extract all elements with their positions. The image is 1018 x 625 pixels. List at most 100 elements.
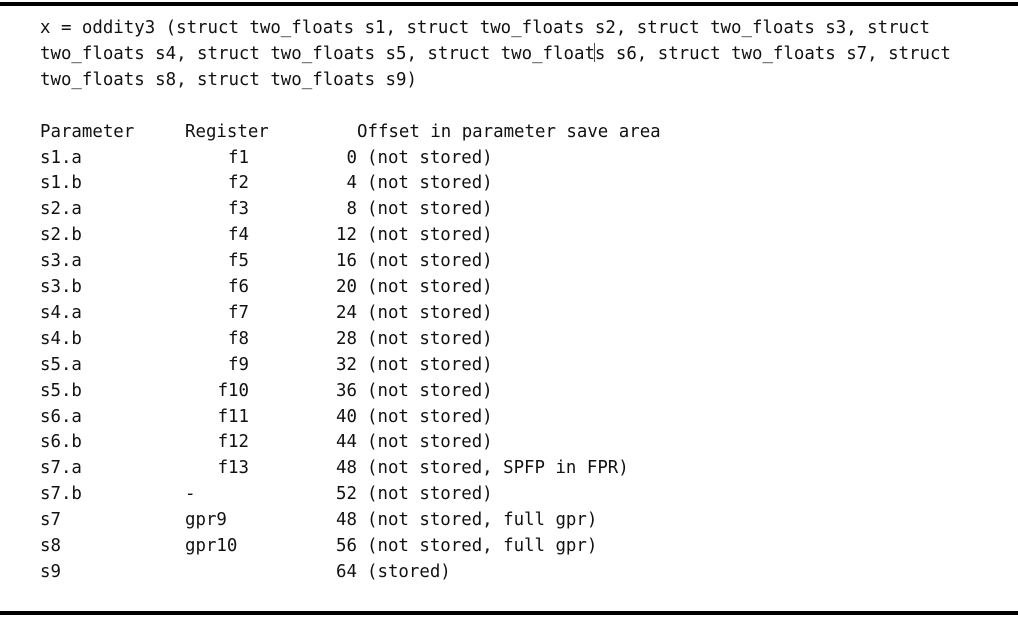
signature-line-2-before-caret: two_floats s4, struct two_floats s5, str… [40,43,595,64]
table-row: s9 64 (stored) [40,560,980,586]
cell-parameter: s4.b [40,328,82,349]
cell-offset: 32 [336,354,357,375]
signature-line-2: two_floats s4, struct two_floats s5, str… [40,42,980,68]
cell-storage-note: (not stored) [367,277,493,298]
cell-storage-note: (not stored, full gpr) [367,536,598,557]
cell-parameter: s7 [40,510,61,531]
cell-parameter: s4.a [40,302,82,323]
cell-storage-note: (not stored) [367,406,493,427]
cell-storage-note: (not stored) [367,302,493,323]
bottom-rule-divider [0,611,1018,615]
cell-register: f8 [228,328,249,349]
cell-parameter: s6.b [40,432,82,453]
cell-register: gpr10 [185,536,238,557]
cell-parameter: s1.b [40,173,82,194]
table-header-row: Parameter Register Offset in parameter s… [40,120,980,146]
cell-storage-note: (not stored) [367,380,493,401]
cell-storage-note: (not stored) [367,354,493,375]
table-row: s6.a f11 40 (not stored) [40,405,980,431]
cell-offset: 64 [336,562,357,583]
cell-offset: 4 [346,173,357,194]
table-row: s7 gpr9 48 (not stored, full gpr) [40,508,980,534]
cell-register: f13 [217,458,249,479]
cell-parameter: s1.a [40,147,82,168]
table-row: s8 gpr10 56 (not stored, full gpr) [40,534,980,560]
table-row: s7.a f13 48 (not stored, SPFP in FPR) [40,456,980,482]
cell-offset: 48 [336,458,357,479]
table-row: s1.a f1 0 (not stored) [40,146,980,172]
cell-storage-note: (not stored) [367,484,493,505]
table-row: s1.b f2 4 (not stored) [40,171,980,197]
cell-parameter: s3.b [40,277,82,298]
cell-offset: 16 [336,251,357,272]
cell-offset: 36 [336,380,357,401]
cell-storage-note: (not stored) [367,328,493,349]
cell-parameter: s5.b [40,380,82,401]
cell-offset: 44 [336,432,357,453]
text-caret [594,42,596,62]
cell-register: f7 [228,302,249,323]
column-header-register: Register [185,121,269,142]
cell-storage-note: (not stored) [367,251,493,272]
cell-storage-note: (not stored, full gpr) [367,510,598,531]
cell-offset: 8 [346,199,357,220]
cell-register: f9 [228,354,249,375]
cell-storage-note: (not stored) [367,147,493,168]
cell-register: f10 [217,380,249,401]
cell-parameter: s2.a [40,199,82,220]
cell-register: - [185,484,196,505]
cell-offset: 56 [336,536,357,557]
cell-offset: 48 [336,510,357,531]
signature-line-2-after-caret: s s6, struct two_floats s7, struct [594,43,951,64]
function-signature-block[interactable]: x = oddity3 (struct two_floats s1, struc… [40,16,980,94]
cell-storage-note: (not stored) [367,432,493,453]
table-row: s2.a f3 8 (not stored) [40,197,980,223]
cell-storage-note: (not stored) [367,199,493,220]
cell-parameter: s7.a [40,458,82,479]
table-row: s4.b f8 28 (not stored) [40,327,980,353]
cell-storage-note: (stored) [367,562,451,583]
signature-line-3: two_floats s8, struct two_floats s9) [40,69,417,90]
cell-register: f2 [228,173,249,194]
cell-register: gpr9 [185,510,227,531]
cell-parameter: s3.a [40,251,82,272]
table-row: s2.b f4 12 (not stored) [40,223,980,249]
blank-line-spacer [40,94,980,120]
table-row: s3.a f5 16 (not stored) [40,249,980,275]
cell-offset: 0 [346,147,357,168]
cell-offset: 52 [336,484,357,505]
table-row: s6.b f12 44 (not stored) [40,430,980,456]
cell-register: f12 [217,432,249,453]
column-header-parameter: Parameter [40,121,135,142]
table-row: s7.b-52(not stored) [40,482,980,508]
cell-offset: 24 [336,302,357,323]
cell-offset: 12 [336,225,357,246]
register-assignment-table: Parameter Register Offset in parameter s… [40,120,980,586]
cell-register: f1 [228,147,249,168]
cell-offset: 20 [336,277,357,298]
top-rule-divider [0,2,1018,6]
column-header-offset: Offset in parameter save area [357,121,661,142]
cell-register: f4 [228,225,249,246]
cell-parameter: s2.b [40,225,82,246]
cell-register: f11 [217,406,249,427]
cell-storage-note: (not stored, SPFP in FPR) [367,458,629,479]
cell-register: f3 [228,199,249,220]
cell-storage-note: (not stored) [367,173,493,194]
cell-register: f5 [228,251,249,272]
cell-offset: 28 [336,328,357,349]
cell-register: f6 [228,277,249,298]
table-row: s4.a f7 24 (not stored) [40,301,980,327]
cell-parameter: s9 [40,562,61,583]
cell-offset: 40 [336,406,357,427]
cell-parameter: s6.a [40,406,82,427]
table-row: s5.b f10 36 (not stored) [40,379,980,405]
cell-parameter: s8 [40,536,61,557]
document-content: x = oddity3 (struct two_floats s1, struc… [40,16,980,586]
signature-line-1: x = oddity3 (struct two_floats s1, struc… [40,18,930,38]
cell-storage-note: (not stored) [367,225,493,246]
table-row: s3.b f6 20 (not stored) [40,275,980,301]
